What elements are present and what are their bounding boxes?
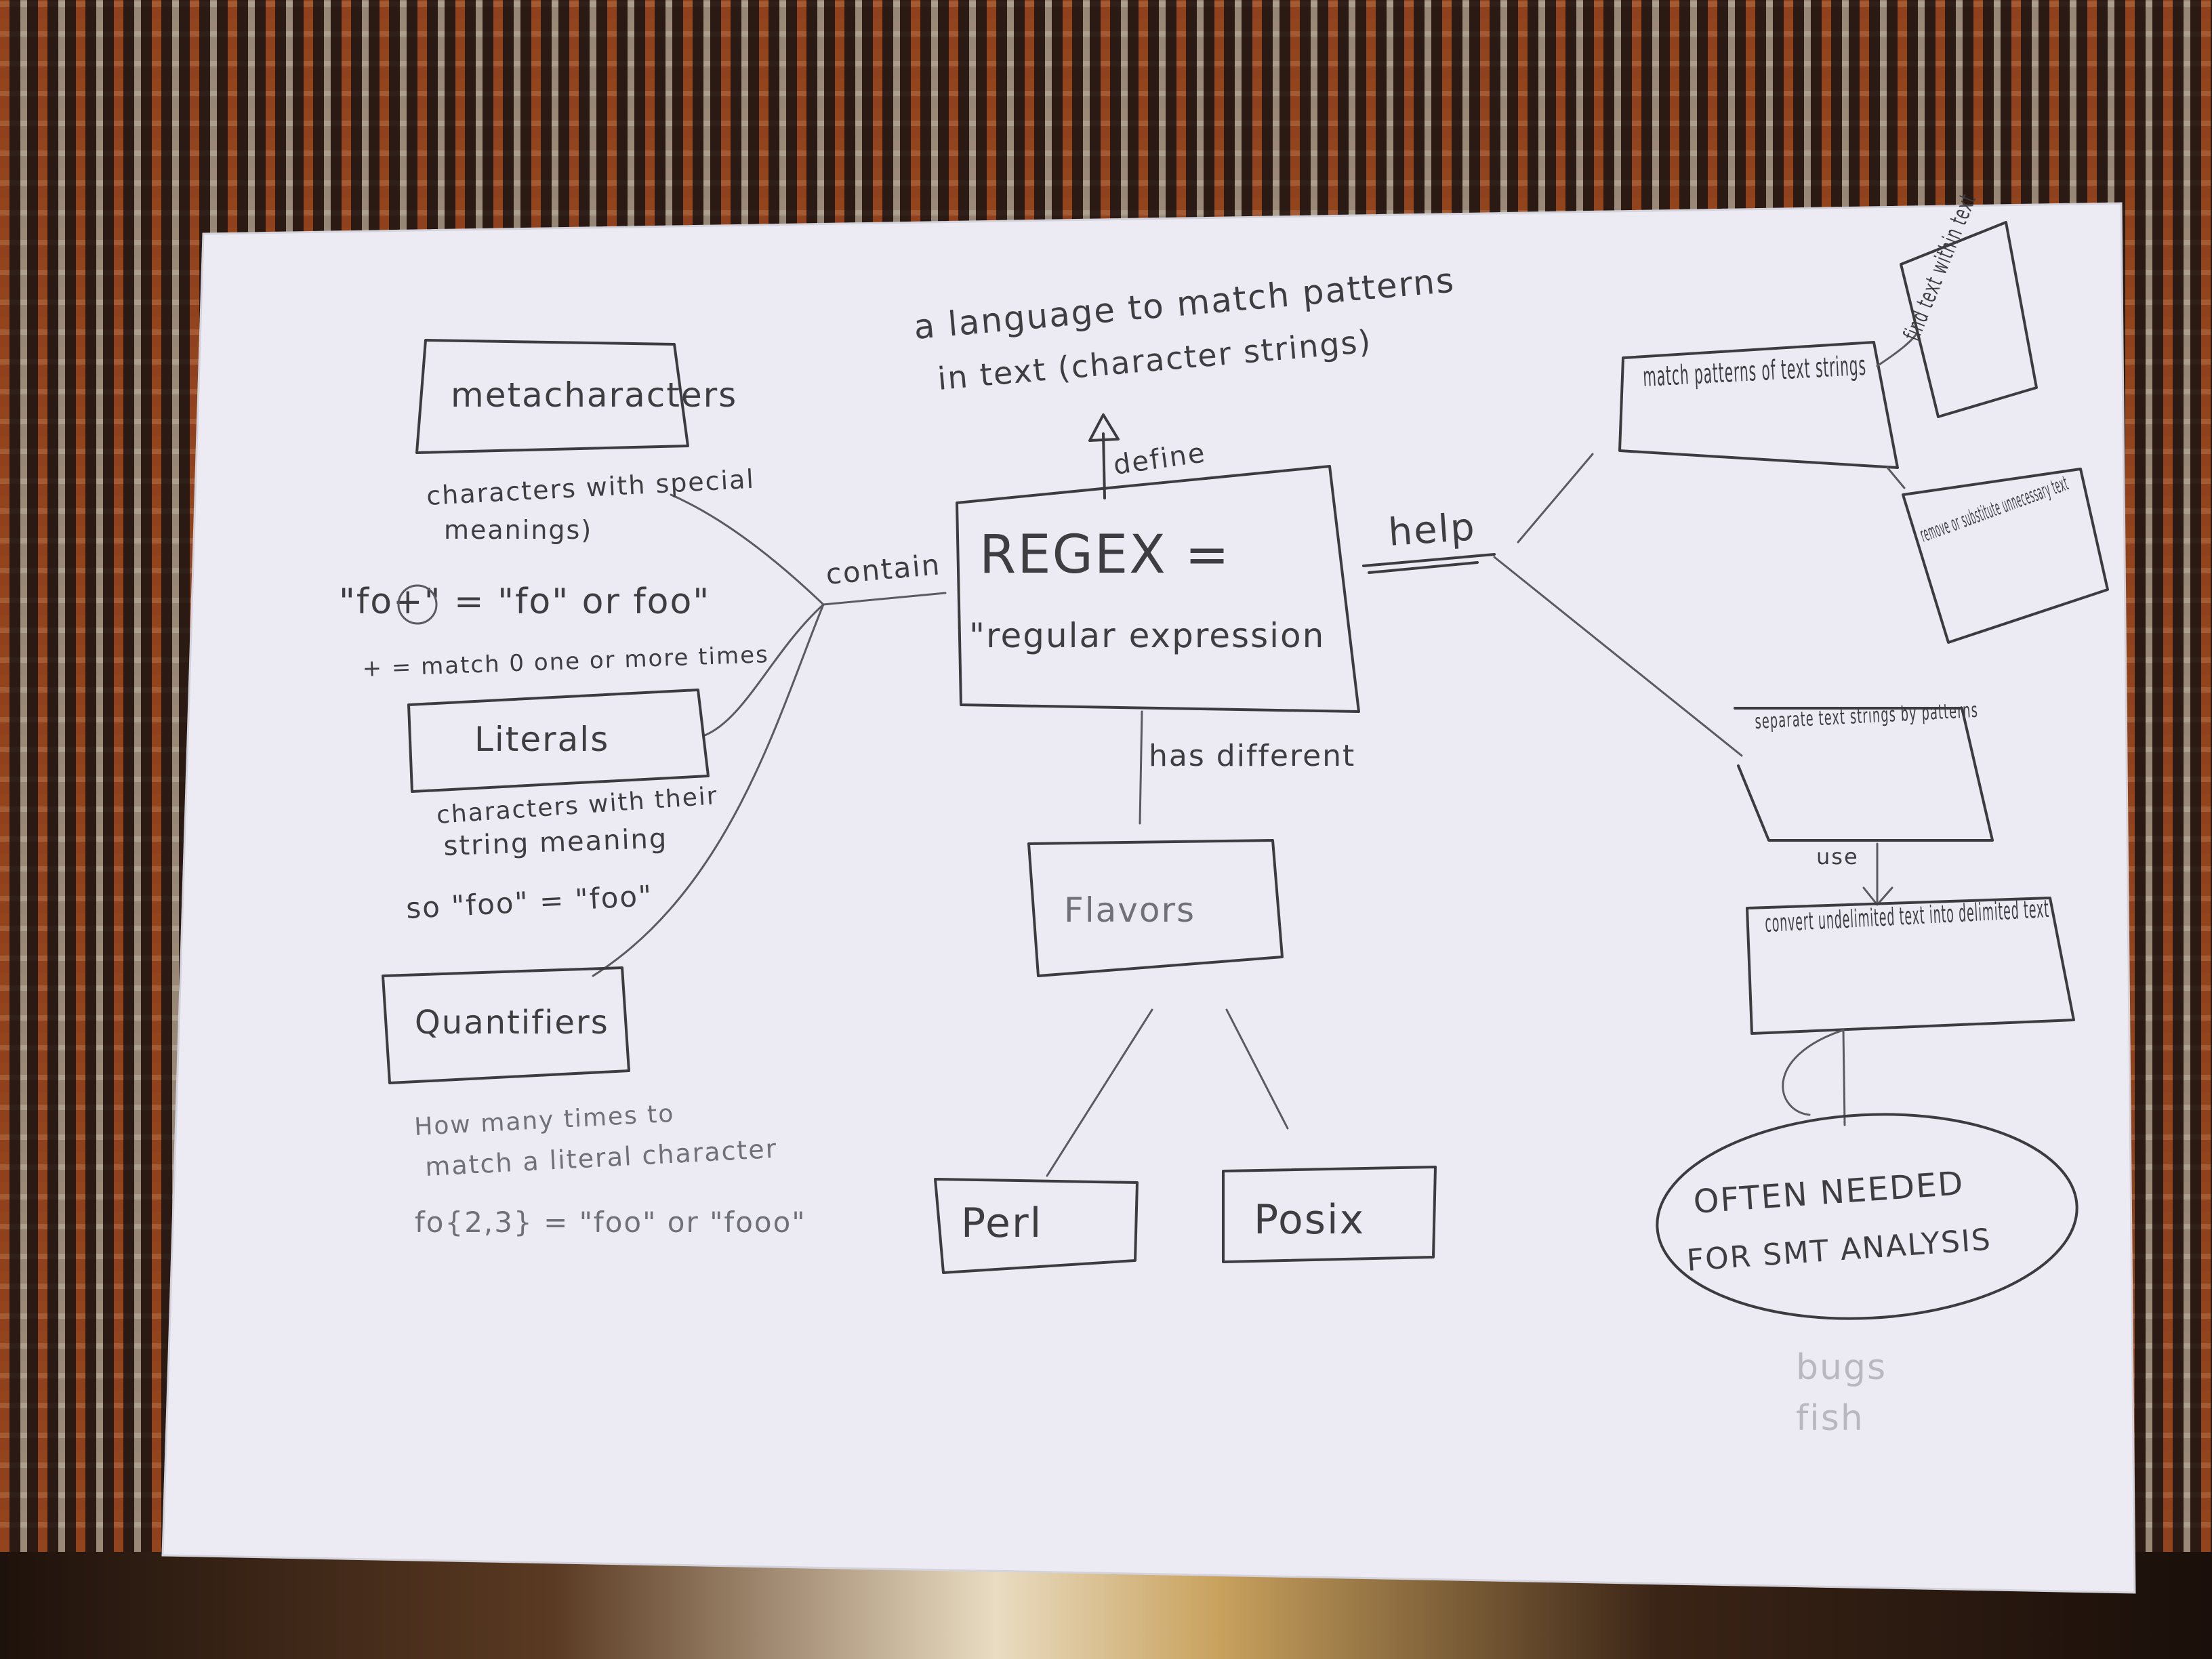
flavors-to-posix-line — [1225, 1008, 1289, 1130]
flavors-to-perl-line — [1046, 1008, 1153, 1177]
metacharacters-label: metacharacters — [451, 375, 737, 415]
find-text-box — [1900, 221, 2038, 418]
flavors-node: has different Flavors Perl Posix — [934, 710, 1437, 1274]
convert-text-box — [1746, 897, 2075, 1035]
quantifiers-label: Quantifiers — [415, 1004, 609, 1042]
literals-box — [407, 689, 710, 793]
use-label: use — [1816, 844, 1859, 869]
has-different-label: has different — [1149, 739, 1355, 773]
help-underline — [1362, 553, 1496, 574]
help-label: help — [1387, 505, 1477, 555]
perl-box — [934, 1178, 1139, 1274]
regex-box — [956, 465, 1360, 713]
quantifiers-example-1: fo{2,3} = "foo" or "fooo" — [415, 1206, 806, 1239]
metacharacters-example-1: "fo+" = "fo" or foo" — [339, 581, 710, 622]
match-patterns-box — [1618, 341, 1899, 469]
plus-circle-mark — [397, 584, 438, 625]
ghost-show-through: bugs fish — [1796, 1347, 1887, 1439]
metacharacters-desc-2: meanings) — [444, 515, 592, 545]
contain-line-metacharacters — [670, 493, 825, 606]
separate-text-box — [1734, 707, 1994, 842]
literals-label: Literals — [474, 720, 609, 759]
regex-node: REGEX = "regular expression — [956, 465, 1360, 713]
perl-label: Perl — [961, 1200, 1042, 1247]
contain-line-main — [822, 592, 947, 606]
regex-subtitle: "regular expression — [969, 616, 1325, 655]
match-to-remove-link — [1886, 466, 1906, 489]
posix-box — [1222, 1166, 1437, 1263]
paper-surface — [161, 202, 2136, 1594]
metacharacters-box — [415, 339, 689, 454]
quantifiers-box — [382, 966, 630, 1084]
has-different-line — [1139, 710, 1143, 825]
match-to-find-link — [1876, 331, 1919, 367]
convert-to-often-link — [1782, 1029, 1846, 1126]
ghost-text-fish: fish — [1796, 1398, 1864, 1439]
remove-text-box — [1902, 468, 2109, 644]
help-to-separate-line — [1493, 556, 1743, 757]
contain-line-literals — [703, 603, 825, 737]
regex-title: REGEX = — [979, 525, 1231, 586]
help-branch: help — [1362, 453, 1743, 757]
posix-label: Posix — [1254, 1196, 1365, 1244]
flavors-box — [1027, 839, 1284, 977]
ghost-text-bugs: bugs — [1796, 1347, 1887, 1388]
contain-line-quantifiers — [592, 603, 825, 977]
help-to-match-line — [1517, 453, 1594, 544]
often-needed-ellipse — [1656, 1113, 2078, 1320]
flavors-label: Flavors — [1064, 890, 1195, 930]
